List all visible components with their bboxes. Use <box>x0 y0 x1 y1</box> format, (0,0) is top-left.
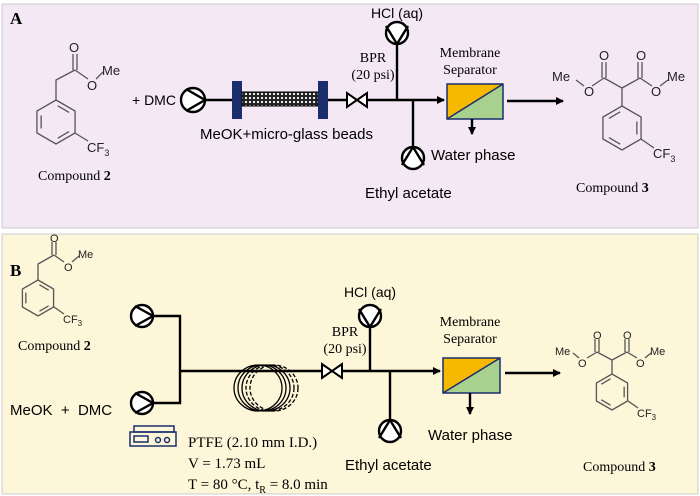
pump-2-icon <box>129 390 156 416</box>
benzene-ring <box>595 373 629 411</box>
panel-a-label: A <box>10 9 23 28</box>
benzene-ring <box>21 279 55 317</box>
svg-text:O: O <box>623 330 632 342</box>
bpr-label: BPR <box>360 51 387 66</box>
column-label: MeOK+micro-glass beads <box>200 126 373 143</box>
svg-text:Separator: Separator <box>443 332 497 347</box>
hcl-label: HCl (aq) <box>371 5 423 21</box>
water-phase-label: Water phase <box>428 427 513 444</box>
membrane-separator <box>446 83 504 120</box>
svg-text:O: O <box>593 330 602 342</box>
membrane-separator <box>442 357 501 394</box>
svg-text:Me: Me <box>78 249 93 261</box>
panel-b-background <box>1 233 699 495</box>
ethyl-acetate-label: Ethyl acetate <box>365 185 452 202</box>
svg-text:O: O <box>64 262 73 274</box>
benzene-ring <box>36 99 76 145</box>
svg-text:O: O <box>578 358 587 370</box>
feed-label: MeOK + DMC <box>10 402 112 419</box>
hcl-pump-icon <box>357 303 383 330</box>
panel-a-background <box>1 3 699 229</box>
compound-2-label: Compound 2 <box>38 169 111 184</box>
svg-text:CF3: CF3 <box>653 146 675 164</box>
svg-text:Separator: Separator <box>443 63 497 78</box>
svg-text:O: O <box>584 84 594 99</box>
svg-text:CF3: CF3 <box>63 314 83 328</box>
svg-text:O: O <box>636 48 646 63</box>
svg-text:O: O <box>599 48 609 63</box>
svg-text:Me: Me <box>102 63 120 78</box>
bpr-pressure: (20 psi) <box>351 68 395 83</box>
ptfe-coil-icon <box>233 364 299 412</box>
svg-text:Me: Me <box>552 69 570 84</box>
dmc-label: + DMC <box>132 92 176 108</box>
svg-text:O: O <box>69 40 79 55</box>
compound-2-label: Compound 2 <box>18 339 91 354</box>
hcl-pump-icon <box>384 20 410 47</box>
svg-text:O: O <box>651 84 661 99</box>
compound-2-structure: O O Me CF3 <box>36 40 120 158</box>
compound-3-label: Compound 3 <box>583 460 656 475</box>
pump-1-icon <box>129 303 156 329</box>
volume-label: V = 1.73 mL <box>188 456 265 472</box>
svg-text:Membrane: Membrane <box>440 46 501 61</box>
ethyl-acetate-label: Ethyl acetate <box>345 457 432 474</box>
ethyl-acetate-pump-icon <box>377 417 403 444</box>
pump-icon <box>179 86 208 114</box>
svg-text:O: O <box>87 78 97 93</box>
svg-text:Me: Me <box>555 346 570 358</box>
hcl-label: HCl (aq) <box>344 284 396 300</box>
benzene-ring <box>602 105 642 151</box>
svg-text:CF3: CF3 <box>87 140 109 158</box>
compound-3-structure: O O O O Me Me CF3 <box>552 48 685 164</box>
svg-text:Me: Me <box>650 346 665 358</box>
svg-text:O: O <box>636 358 645 370</box>
packed-column <box>232 81 328 119</box>
bpr-label: BPR <box>332 325 359 340</box>
compound-2-structure: O O Me CF3 <box>21 233 93 328</box>
ethyl-acetate-pump-icon <box>400 144 426 171</box>
water-phase-label: Water phase <box>431 147 516 164</box>
compound-3-label: Compound 3 <box>576 181 649 196</box>
conditions-label: T = 80 °C, tR = 8.0 min <box>188 477 328 496</box>
svg-text:Membrane: Membrane <box>440 315 501 330</box>
svg-text:Me: Me <box>667 69 685 84</box>
heater-stirrer-icon <box>129 425 177 447</box>
bpr-pressure: (20 psi) <box>323 342 367 357</box>
panel-b-label: B <box>10 261 21 280</box>
compound-3-structure: O O O O Me Me CF3 <box>555 330 665 422</box>
svg-text:CF3: CF3 <box>637 408 657 422</box>
svg-text:O: O <box>50 233 59 245</box>
ptfe-label: PTFE (2.10 mm I.D.) <box>188 435 317 451</box>
